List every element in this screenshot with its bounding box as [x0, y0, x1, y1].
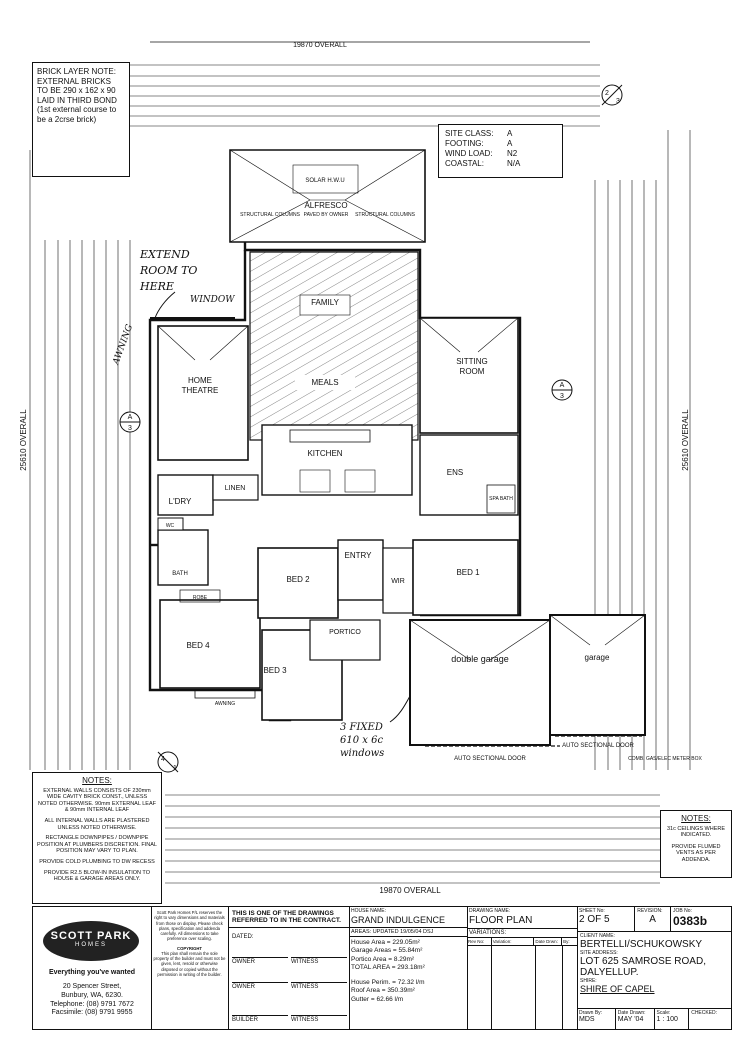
- hand-extend-2: ROOM TO: [139, 264, 197, 277]
- bottom-overall-dim: 19870 OVERALL: [379, 886, 441, 895]
- home-theatre-label-2: THEATRE: [182, 386, 219, 395]
- sitting-label-2: ROOM: [460, 367, 485, 376]
- wc-label: WC: [166, 523, 175, 529]
- laundry-room: [157, 474, 214, 516]
- bathroom: [157, 529, 209, 586]
- svg-text:A: A: [128, 414, 133, 421]
- ldry-label: L'DRY: [169, 497, 192, 506]
- ensuite-room: [419, 434, 519, 516]
- portico-label: PORTICO: [329, 629, 361, 636]
- wc-room: [157, 517, 184, 531]
- svg-text:4: 4: [161, 756, 165, 763]
- section-marker-a3-right: A 3: [551, 379, 573, 401]
- hand-awning: AWNING: [111, 323, 135, 367]
- double-garage: [409, 619, 551, 746]
- kitchen-label: KITCHEN: [307, 449, 342, 458]
- bed4-robe-label: ROBE: [193, 595, 208, 601]
- walk-in-robe: [382, 547, 414, 614]
- solar-hwu: [292, 164, 359, 194]
- bed4-label: BED 4: [186, 641, 210, 650]
- entry-label: ENTRY: [345, 551, 373, 560]
- sitting-room: [419, 317, 519, 434]
- bed-2: [257, 547, 339, 619]
- section-marker-2-3: 2 3: [601, 84, 623, 106]
- notes-right: NOTES: 31c CEILINGS WHERE INDICATED. PRO…: [660, 810, 732, 878]
- ens-label: ENS: [447, 468, 463, 477]
- family-label-box: [299, 294, 351, 316]
- bed-1: [412, 539, 519, 616]
- svg-text:1: 1: [173, 765, 177, 772]
- awning-label: AWNING: [215, 701, 235, 707]
- alfresco-note: PAVED BY OWNER: [304, 212, 349, 218]
- meter-box-label: COMB. GAS/ELEC METER BOX: [628, 756, 702, 762]
- bed1-label: BED 1: [456, 568, 480, 577]
- linen-cupboard: [212, 474, 259, 501]
- meals-label: MEALS: [311, 378, 338, 387]
- svg-text:2: 2: [605, 90, 609, 97]
- section-marker-a3-left: A 3: [119, 411, 141, 433]
- house-name-cell: HOUSE NAME: GRAND INDULGENCE AREAS: UPDA…: [349, 907, 468, 1029]
- hand-fixed-1: 3 FIXED: [340, 722, 383, 733]
- hand-window: WINDOW: [190, 295, 235, 305]
- wir-label: WIR: [391, 578, 405, 585]
- top-dimension-lines: [90, 64, 600, 127]
- right-overall-dim: 25610 OVERALL: [681, 409, 690, 471]
- brick-layer-note: BRICK LAYER NOTE: EXTERNAL BRICKS TO BE …: [32, 62, 130, 177]
- bed2-label: BED 2: [286, 575, 310, 584]
- site-info-box: SITE CLASS: A FOOTING: A WIND LOAD: N2 C…: [438, 124, 563, 178]
- top-overall-dim: 19870 OVERALL: [293, 42, 347, 49]
- left-dimension-lines: [29, 150, 131, 770]
- structural-columns-left: STRUCTURAL COLUMNS: [240, 212, 300, 218]
- sitting-label-1: SITTING: [456, 357, 488, 366]
- double-garage-label: double garage: [451, 654, 509, 664]
- left-overall-dim: 25610 OVERALL: [19, 409, 28, 471]
- spa-bath-label: SPA BATH: [489, 496, 513, 502]
- section-marker-4-1: 4 1: [157, 751, 179, 773]
- svg-text:3: 3: [128, 425, 132, 432]
- kitchen-room: [261, 424, 413, 496]
- hand-fixed-3: windows: [340, 748, 384, 759]
- family-meals-zone: [249, 251, 419, 441]
- structural-columns-right: STRUCTURAL COLUMNS: [355, 212, 415, 218]
- auto-door-label-2: AUTO SECTIONAL DOOR: [562, 743, 634, 749]
- scott-park-logo: SCOTT PARK HOMES: [43, 921, 139, 961]
- hand-extend-3: HERE: [139, 280, 174, 293]
- home-theatre-label-1: HOME: [188, 376, 212, 385]
- bath-label: BATH: [172, 571, 188, 577]
- hand-fixed-2: 610 x 6c: [340, 735, 383, 746]
- notes-left: NOTES: EXTERNAL WALLS CONSISTS OF 230mm …: [32, 772, 162, 904]
- home-theatre-room: [157, 325, 249, 461]
- bottom-dimension-lines: [165, 794, 660, 884]
- entry-hall: [337, 539, 384, 601]
- svg-text:3: 3: [616, 98, 620, 105]
- svg-text:3: 3: [560, 393, 564, 400]
- drawing-name-cell: DRAWING NAME: FLOOR PLAN VARIATIONS: Rev…: [467, 907, 578, 1029]
- portico: [309, 619, 381, 661]
- svg-text:A: A: [560, 382, 565, 389]
- hand-extend-1: EXTEND: [139, 248, 190, 261]
- linen-label: LINEN: [225, 485, 246, 492]
- auto-door-label-1: AUTO SECTIONAL DOOR: [454, 756, 526, 762]
- title-block: SCOTT PARK HOMES Everything you've wante…: [32, 906, 732, 1030]
- alfresco-label: ALFRESCO: [304, 201, 347, 210]
- company-note-cell: Scott Park Homes P/L reserves the right …: [151, 907, 229, 1029]
- bed-4: [159, 599, 261, 689]
- logo-cell: SCOTT PARK HOMES Everything you've wante…: [33, 907, 152, 1029]
- solar-label: SOLAR H.W.U: [305, 178, 344, 184]
- alfresco-outline: [229, 149, 426, 243]
- sheet-client-cell: SHEET No: 2 OF 5 REVISION: A JOB No: 038…: [577, 907, 731, 1029]
- family-label: FAMILY: [311, 298, 340, 307]
- garage-label: garage: [585, 653, 610, 662]
- contract-cell: THIS IS ONE OF THE DRAWINGS REFERRED TO …: [229, 907, 350, 1029]
- single-garage: [549, 614, 646, 736]
- bed3-label: BED 3: [263, 666, 287, 675]
